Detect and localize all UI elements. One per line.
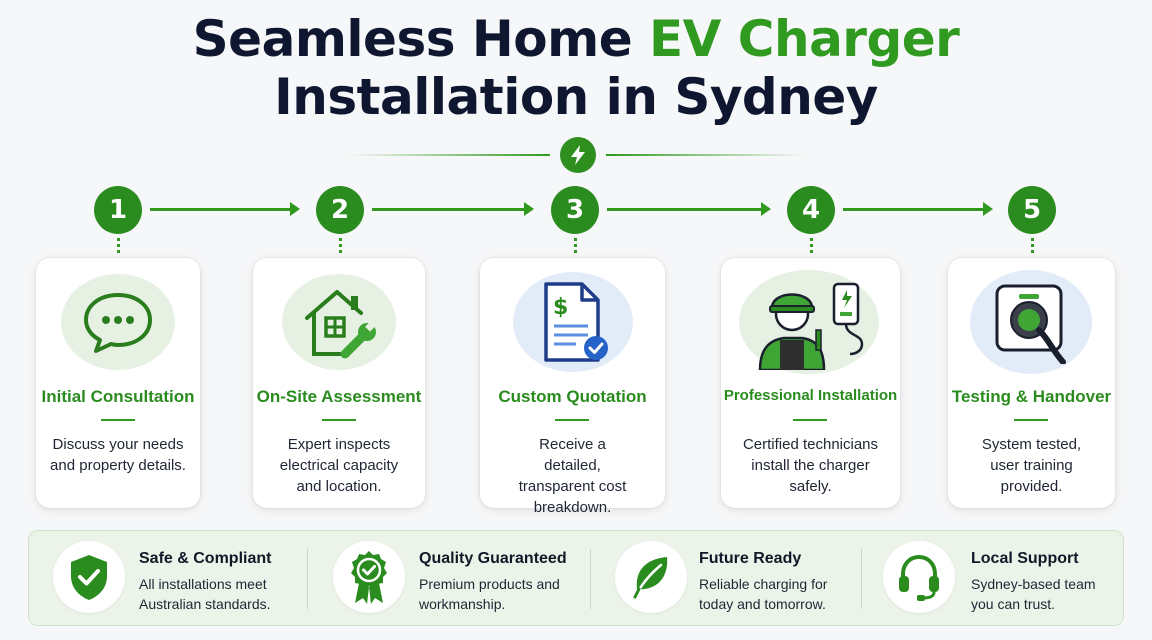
step-card-5: Testing & Handover System tested, user t… xyxy=(948,258,1115,508)
arrow-4-5 xyxy=(843,202,993,216)
connector-3 xyxy=(574,238,577,256)
step-description: System tested, user training provided. xyxy=(981,436,1082,495)
divider-left xyxy=(350,154,550,156)
step-number-2: 2 xyxy=(316,186,364,234)
title-underline xyxy=(793,419,827,421)
feature-title: Safe & Compliant xyxy=(139,550,272,567)
step-number-4: 4 xyxy=(787,186,835,234)
svg-text:$: $ xyxy=(553,295,568,320)
house-wrench-icon xyxy=(282,274,396,370)
feature-description: Sydney-based team you can trust. xyxy=(971,576,1096,612)
bolt-icon xyxy=(560,137,596,173)
arrow-3-4 xyxy=(607,202,771,216)
title-underline xyxy=(555,419,589,421)
connector-1 xyxy=(117,238,120,256)
shield-check-icon xyxy=(53,541,125,613)
step-card-2: On-Site Assessment Expert inspects elect… xyxy=(253,258,425,508)
step-description: Certified technicians install the charge… xyxy=(742,436,879,495)
arrow-2-3 xyxy=(372,202,534,216)
step-description: Discuss your needs and property details. xyxy=(50,436,186,474)
title-underline xyxy=(322,419,356,421)
title-underline xyxy=(1014,419,1048,421)
feature-title: Local Support xyxy=(971,550,1079,567)
step-description: Receive a detailed, transparent cost bre… xyxy=(518,436,627,516)
quote-document-icon: $ xyxy=(513,272,633,372)
connector-2 xyxy=(339,238,342,256)
step-title: Initial Consultation xyxy=(41,387,195,406)
leaf-icon xyxy=(615,541,687,613)
feature-description: Reliable charging for today and tomorrow… xyxy=(699,576,828,612)
feature-separator xyxy=(307,549,308,609)
feature-separator xyxy=(861,549,862,609)
divider-right xyxy=(606,154,806,156)
step-number-5: 5 xyxy=(1008,186,1056,234)
arrow-1-2 xyxy=(150,202,300,216)
feature-separator xyxy=(590,549,591,609)
step-title: Professional Installation xyxy=(723,387,898,404)
feature-description: All installations meet Australian standa… xyxy=(139,576,271,612)
feature-description: Premium products and workmanship. xyxy=(419,576,560,612)
step-title: Testing & Handover xyxy=(951,387,1112,406)
step-card-1: Initial Consultation Discuss your needs … xyxy=(36,258,200,508)
feature-title: Quality Guaranteed xyxy=(419,550,567,567)
headset-icon xyxy=(883,541,955,613)
title-accent: EV Charger xyxy=(649,10,960,68)
page-title: Seamless Home EV Charger Installation in… xyxy=(0,10,1152,126)
technician-icon xyxy=(739,270,879,374)
step-title: Custom Quotation xyxy=(498,387,647,406)
award-badge-icon xyxy=(333,541,405,613)
title-line-2: Installation in Sydney xyxy=(274,68,878,126)
step-number-1: 1 xyxy=(94,186,142,234)
title-line-1: Seamless Home EV Charger xyxy=(0,10,1152,68)
chat-bubble-icon xyxy=(61,274,175,370)
ev-plug-icon xyxy=(970,270,1092,374)
step-description: Expert inspects electrical capacity and … xyxy=(279,436,399,495)
step-title: On-Site Assessment xyxy=(256,387,422,406)
step-card-4: Professional Installation Certified tech… xyxy=(721,258,900,508)
connector-4 xyxy=(810,238,813,256)
feature-title: Future Ready xyxy=(699,550,802,567)
connector-5 xyxy=(1031,238,1034,256)
step-card-3: $ Custom Quotation Receive a detailed, t… xyxy=(480,258,665,516)
title-underline xyxy=(101,419,135,421)
step-number-3: 3 xyxy=(551,186,599,234)
title-text: Seamless Home xyxy=(192,10,650,68)
features-bar: Safe & Compliant All installations meet … xyxy=(28,530,1124,626)
